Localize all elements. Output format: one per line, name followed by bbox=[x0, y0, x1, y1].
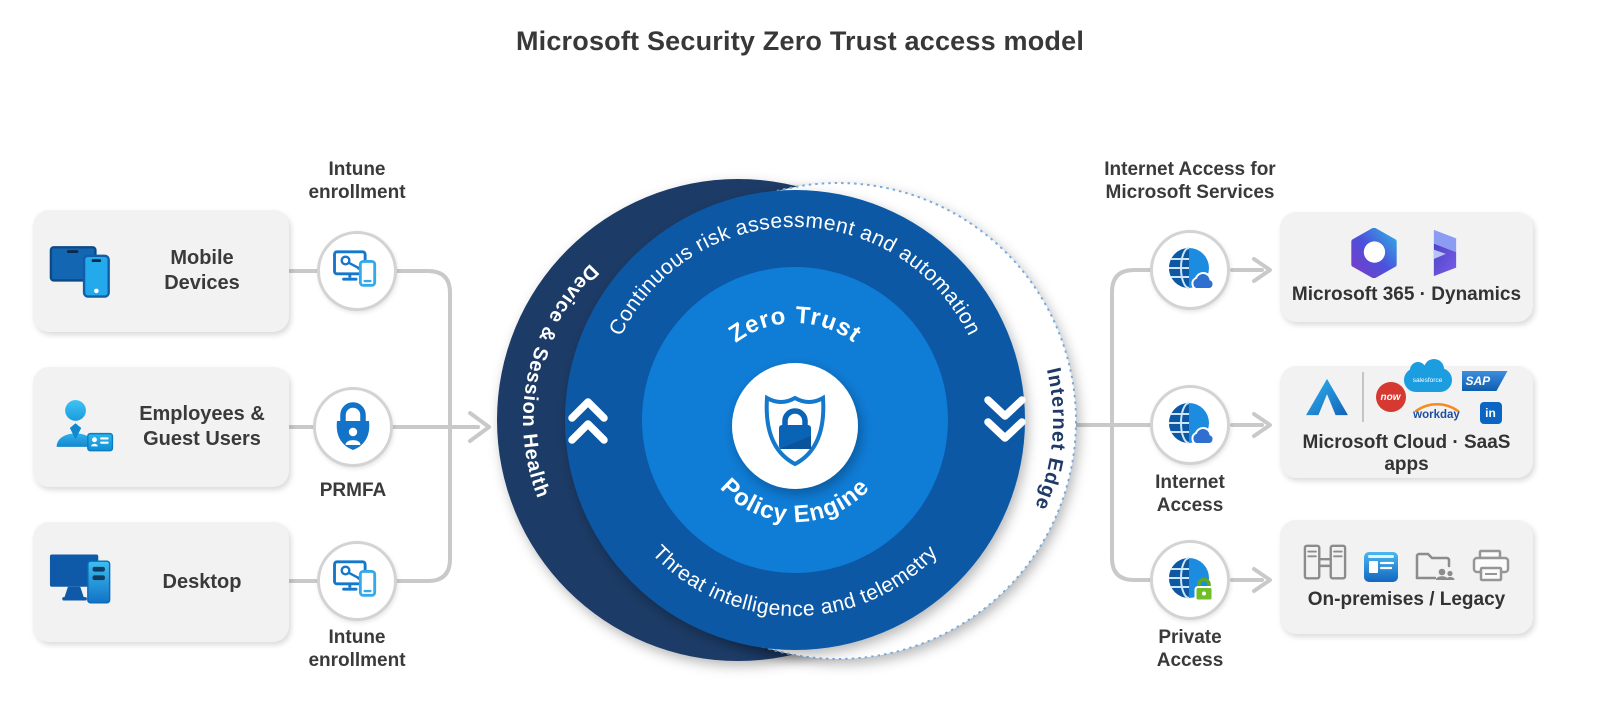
source-label: Employees & Guest Users bbox=[139, 403, 265, 450]
saas-logo-cluster: now salesforce SAP workday in bbox=[1375, 359, 1510, 426]
gate-prmfa bbox=[313, 387, 393, 467]
workday-logo-icon: workday bbox=[1406, 400, 1468, 426]
channel-label-internet-access-ms: Internet Access for Microsoft Services bbox=[1104, 159, 1276, 204]
shield-lock-icon bbox=[764, 394, 826, 467]
divider bbox=[1361, 372, 1364, 422]
source-box-mobile-devices: Mobile Devices bbox=[33, 210, 289, 332]
azure-logo-icon bbox=[1305, 378, 1348, 416]
servicenow-logo-icon: now bbox=[1375, 382, 1406, 412]
channel-label-internet-access: Internet Access bbox=[1155, 472, 1225, 517]
arrowhead-globe2 bbox=[1252, 412, 1272, 438]
sap-logo-icon: SAP bbox=[1461, 371, 1508, 391]
source-label: Desktop bbox=[162, 570, 242, 593]
servers-icon bbox=[1303, 544, 1346, 580]
connector-edge-branches bbox=[1110, 268, 1153, 582]
gate-intune-bottom bbox=[317, 541, 397, 621]
destination-label: Microsoft 365 · Dynamics bbox=[1291, 284, 1522, 305]
destination-label: Microsoft Cloud · SaaS apps bbox=[1302, 432, 1511, 475]
source-box-desktop: Desktop bbox=[33, 522, 289, 642]
flow-chevrons-left bbox=[568, 398, 608, 444]
arrowhead-globe1 bbox=[1252, 257, 1272, 283]
connector-lines bbox=[288, 257, 1272, 593]
source-label: Mobile Devices bbox=[164, 247, 240, 294]
arrowhead-globe3 bbox=[1252, 567, 1272, 593]
microsoft-365-logo-icon bbox=[1350, 228, 1397, 278]
dynamics-365-logo-icon bbox=[1433, 229, 1456, 277]
employees-icon bbox=[33, 397, 137, 457]
gate-label-prmfa: PRMFA bbox=[319, 480, 387, 501]
destination-box-cloud-saas: now salesforce SAP workday in Microsoft … bbox=[1280, 359, 1533, 478]
linkedin-logo-icon: in bbox=[1479, 402, 1502, 424]
prmfa-lock-icon bbox=[336, 402, 370, 450]
globe-cloud-icon bbox=[1169, 247, 1215, 290]
salesforce-logo-icon: salesforce bbox=[1403, 359, 1452, 392]
globe-private-access bbox=[1150, 540, 1230, 620]
channel-label-private-access: Private Access bbox=[1156, 627, 1224, 672]
globe-lock-icon bbox=[1169, 557, 1214, 602]
destination-box-onprem: On-premises / Legacy bbox=[1280, 520, 1533, 634]
gate-intune-top bbox=[317, 231, 397, 311]
flow-chevrons-right bbox=[984, 396, 1026, 442]
source-box-employees: Employees & Guest Users bbox=[33, 367, 289, 487]
globe-internet-access bbox=[1150, 385, 1230, 465]
globe-cloud-icon bbox=[1169, 402, 1215, 445]
mobile-devices-icon bbox=[33, 241, 137, 301]
gate-label-intune-top: Intune enrollment bbox=[308, 159, 406, 204]
destination-box-m365-dynamics: Microsoft 365 · Dynamics bbox=[1280, 212, 1533, 322]
destination-label: On-premises / Legacy bbox=[1307, 589, 1506, 610]
page-title: Microsoft Security Zero Trust access mod… bbox=[515, 26, 1085, 56]
intune-enrollment-icon bbox=[333, 560, 377, 597]
globe-internet-access-ms bbox=[1150, 230, 1230, 310]
intune-enrollment-icon bbox=[333, 250, 377, 287]
desktop-icon bbox=[33, 553, 137, 611]
gate-label-intune-bottom: Intune enrollment bbox=[308, 627, 406, 672]
app-window-icon bbox=[1363, 552, 1398, 582]
arrowhead-into-engine bbox=[468, 411, 491, 443]
zero-trust-circles: Device & Session Health Internet Edge Co… bbox=[497, 179, 1077, 661]
printer-icon bbox=[1472, 549, 1509, 582]
folder-users-icon bbox=[1415, 552, 1454, 580]
